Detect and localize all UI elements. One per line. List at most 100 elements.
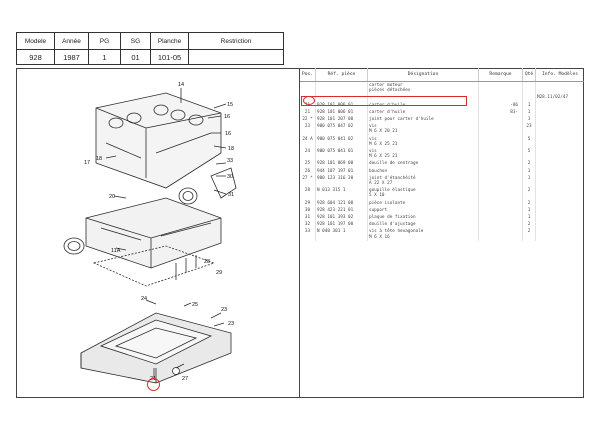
cell-rem bbox=[479, 123, 523, 136]
cell-info bbox=[536, 175, 584, 187]
cell-ref bbox=[316, 82, 368, 95]
header-col-plate: Planche 101-05 bbox=[151, 33, 189, 64]
cell-pos: 30 bbox=[300, 206, 316, 215]
cell-pos: 25 bbox=[300, 160, 316, 168]
cell-info bbox=[536, 221, 584, 228]
cell-qty: 5 bbox=[523, 135, 536, 149]
cell-ref: 928 101 197 00 bbox=[316, 221, 368, 229]
callout-28: 28 bbox=[204, 259, 210, 265]
header-value bbox=[189, 50, 283, 64]
cell-des: plaque de fixation bbox=[368, 214, 479, 222]
cell-des: douille de centrage bbox=[368, 160, 479, 168]
cell-pos bbox=[300, 94, 316, 102]
cell-info bbox=[536, 228, 584, 240]
cell-pos: 31 bbox=[300, 214, 316, 222]
cell-qty bbox=[523, 94, 536, 102]
cell-qty: 2 bbox=[523, 221, 536, 229]
cell-rem bbox=[479, 116, 523, 124]
cell-info bbox=[536, 214, 584, 221]
engine-block-shape bbox=[95, 92, 222, 189]
cell-qty: 2 bbox=[523, 187, 536, 200]
parts-table-header: Pos. Réf. pièce Désignation Remarque Qté… bbox=[300, 68, 584, 82]
lower-crankcase-shape bbox=[85, 197, 222, 269]
cell-pos: 29 bbox=[300, 199, 316, 207]
cell-qty: 1 bbox=[523, 214, 536, 222]
cell-pos: 24 A bbox=[300, 135, 316, 149]
cell-pos bbox=[300, 82, 316, 95]
callout-20: 20 bbox=[109, 194, 115, 200]
col-header-qty: Qté bbox=[523, 68, 536, 81]
callout-23b: 23 bbox=[228, 321, 234, 327]
cell-info bbox=[536, 207, 584, 214]
callout-15: 15 bbox=[227, 102, 233, 108]
engine-block-exploded-diagram: 14 15 16 16 18 17 18 20 31 33 30 11A 24 … bbox=[63, 82, 237, 398]
cell-qty: 1 bbox=[523, 101, 536, 109]
header-label: PG bbox=[89, 33, 120, 50]
cell-qty bbox=[523, 82, 536, 95]
drain-plug bbox=[172, 367, 180, 375]
cell-pos: 27 * bbox=[300, 174, 316, 188]
callout-16b: 16 bbox=[225, 131, 231, 137]
callout-33: 33 bbox=[227, 158, 233, 164]
cell-rem bbox=[479, 148, 523, 161]
callout-24: 24 bbox=[141, 296, 147, 302]
cell-rem bbox=[479, 221, 523, 229]
cell-ref: 900 123 116 30 bbox=[316, 174, 368, 188]
table-row[interactable]: M28.11/02/47 bbox=[300, 94, 584, 102]
seal-ring-left bbox=[63, 237, 85, 255]
header-label: Modele bbox=[17, 33, 54, 50]
cell-rem bbox=[479, 214, 523, 222]
cell-ref: 928 423 221 01 bbox=[316, 206, 368, 215]
cell-info bbox=[536, 102, 584, 109]
header-value: 1987 bbox=[63, 52, 80, 62]
col-header-info: Info. Modèles bbox=[542, 72, 578, 77]
cell-info bbox=[536, 160, 584, 167]
header-col-sg: SG 01 bbox=[121, 33, 151, 64]
cell-qty: 1 bbox=[523, 167, 536, 175]
cell-info bbox=[536, 109, 584, 116]
cell-ref: N 013 315 1 bbox=[316, 187, 368, 200]
cell-qty: 1 bbox=[523, 174, 536, 188]
cell-qty: 2 bbox=[523, 228, 536, 241]
callout-30: 30 bbox=[227, 174, 233, 180]
header-label: SG bbox=[121, 33, 150, 50]
cell-info bbox=[536, 200, 584, 207]
cell-info bbox=[536, 123, 584, 135]
seal-ring-right bbox=[178, 187, 198, 205]
cell-des: carter d'huile bbox=[368, 108, 479, 117]
selected-row-highlight bbox=[301, 96, 467, 106]
callout-29: 29 bbox=[216, 270, 222, 276]
cell-qty: 2 bbox=[523, 199, 536, 207]
cell-rem bbox=[479, 187, 523, 200]
cell-qty: 23 bbox=[523, 123, 536, 136]
parts-table-frame bbox=[300, 68, 584, 398]
parts-table: Pos. Réf. pièce Désignation Remarque Qté… bbox=[300, 68, 584, 241]
callout-27: 27 bbox=[182, 376, 188, 382]
col-header-ref: Réf. pièce bbox=[316, 68, 368, 81]
cell-rem bbox=[479, 206, 523, 215]
cell-info bbox=[536, 168, 584, 175]
cell-rem bbox=[479, 82, 523, 95]
header-col-model: Modele 928 bbox=[17, 33, 55, 64]
cell-info bbox=[536, 187, 584, 199]
header-value: 101-05 bbox=[157, 52, 182, 62]
cell-des bbox=[368, 94, 479, 102]
